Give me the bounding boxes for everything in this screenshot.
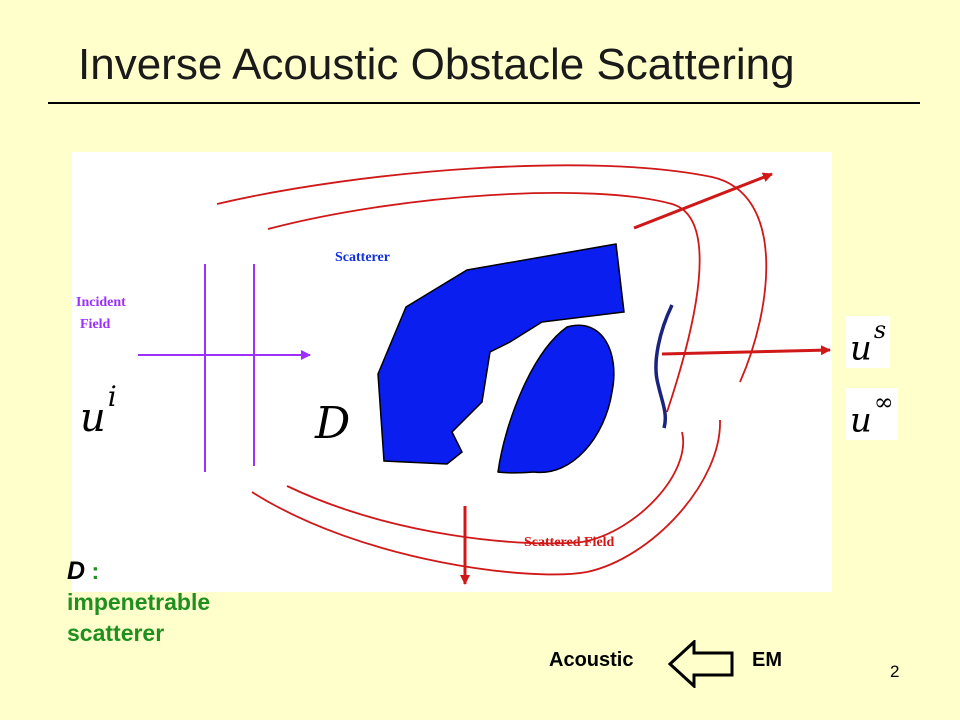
title-divider — [48, 102, 920, 104]
slide-title: Inverse Acoustic Obstacle Scattering — [78, 40, 795, 89]
scattered-wave-upper-inner — [267, 192, 701, 413]
left-arrow-outline-icon — [668, 640, 734, 688]
scattered-field-label: Scattered Field — [524, 535, 615, 550]
receiver-curve — [654, 304, 674, 429]
scattered-arrow-up-right — [633, 172, 773, 230]
scattered-symbol-sup: s — [873, 316, 887, 344]
incident-symbol-sup: i — [107, 380, 117, 413]
scatterer-description: D : impenetrable scatterer — [67, 556, 287, 649]
farfield-symbol: u∞ — [846, 388, 898, 441]
em-label: EM — [752, 649, 782, 671]
farfield-symbol-sup: ∞ — [873, 388, 894, 416]
incident-label-line2: Field — [80, 317, 111, 332]
scattered-arrow-right — [661, 345, 831, 356]
scatterer-body-crescent — [497, 324, 615, 474]
incident-label-line1: Incident — [76, 295, 126, 310]
scattered-field-symbol: us — [846, 316, 891, 369]
incident-field-symbol: ui — [80, 380, 117, 441]
scattered-wave-upper-outer — [216, 164, 768, 383]
acoustic-label: Acoustic — [549, 649, 634, 671]
scattered-wave-lower-outer — [251, 419, 721, 576]
diagram-svg — [138, 164, 831, 585]
description-symbol: D — [67, 557, 86, 585]
description-separator: : — [85, 558, 100, 584]
description-line2: scatterer — [67, 620, 165, 646]
incident-symbol-base: u — [80, 395, 106, 442]
scattered-wave-lower-inner — [286, 431, 685, 545]
description-line1: impenetrable — [67, 589, 211, 615]
scattered-symbol-base: u — [850, 328, 872, 369]
description-line-symbol: D : — [67, 556, 287, 587]
farfield-symbol-base: u — [850, 400, 872, 441]
domain-symbol: D — [315, 398, 351, 449]
scattering-diagram: Scatterer Incident Field Scattered Field… — [72, 152, 832, 592]
scatterer-body-main — [377, 243, 625, 465]
scatterer-label: Scatterer — [335, 250, 390, 265]
page-number: 2 — [890, 662, 900, 681]
